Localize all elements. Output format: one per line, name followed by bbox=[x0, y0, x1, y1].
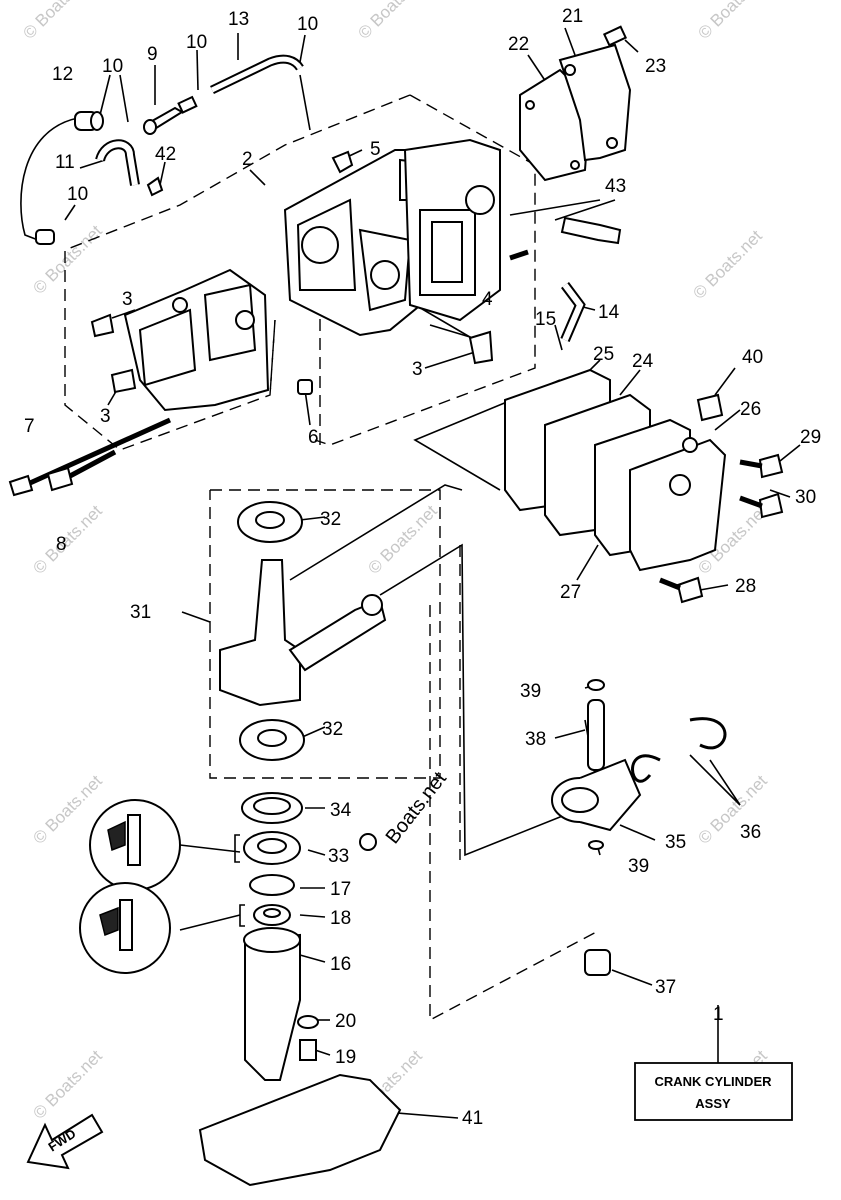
callout-10: 10 bbox=[102, 56, 123, 77]
callout-19: 19 bbox=[335, 1047, 356, 1068]
bolt-19 bbox=[299, 1039, 317, 1061]
callout-numbers: 1 2 3 3 3 4 5 6 7 8 9 10 10 10 10 11 12 … bbox=[24, 6, 821, 1129]
callout-3: 3 bbox=[122, 289, 133, 310]
gasket-41 bbox=[198, 1073, 402, 1187]
callout-3: 3 bbox=[100, 406, 111, 427]
watermark: © Boats.net bbox=[354, 0, 431, 43]
callout-37: 37 bbox=[655, 977, 676, 998]
callout-15: 15 bbox=[535, 309, 556, 330]
callout-8: 8 bbox=[56, 534, 67, 555]
crankshaft-31 bbox=[219, 559, 301, 707]
bolt-7 bbox=[8, 474, 34, 497]
part-6 bbox=[297, 379, 313, 395]
part-5 bbox=[331, 150, 354, 174]
callout-25: 25 bbox=[593, 344, 614, 365]
callout-40: 40 bbox=[742, 347, 763, 368]
callout-12: 12 bbox=[52, 64, 73, 85]
callout-36: 36 bbox=[740, 822, 761, 843]
fwd-arrow: FWD bbox=[26, 1113, 104, 1170]
o-ring-17 bbox=[249, 874, 295, 896]
callout-20: 20 bbox=[335, 1011, 356, 1032]
callout-26: 26 bbox=[740, 399, 761, 420]
watermark: © Boats.net bbox=[29, 1046, 106, 1123]
callout-14: 14 bbox=[598, 302, 620, 323]
callout-10: 10 bbox=[67, 184, 88, 205]
callout-3: 3 bbox=[412, 359, 423, 380]
watermark: © Boats.net bbox=[364, 501, 441, 578]
watermark: © Boats.net bbox=[689, 226, 766, 303]
cover-26 bbox=[629, 438, 727, 572]
callout-18: 18 bbox=[330, 908, 351, 929]
callout-4: 4 bbox=[482, 289, 493, 310]
bolt-29 bbox=[758, 453, 784, 479]
bolt-8 bbox=[46, 466, 74, 492]
callout-35: 35 bbox=[665, 832, 686, 853]
parts bbox=[8, 25, 784, 1187]
group-outlines bbox=[64, 94, 601, 1022]
washer-20 bbox=[297, 1015, 319, 1029]
callout-28: 28 bbox=[735, 576, 756, 597]
callout-32: 32 bbox=[322, 719, 343, 740]
callout-39: 39 bbox=[628, 856, 649, 877]
callout-6: 6 bbox=[308, 427, 319, 448]
bolt-23 bbox=[602, 25, 628, 47]
part-40 bbox=[696, 393, 724, 422]
ring-36-b bbox=[689, 717, 727, 750]
callout-30: 30 bbox=[795, 487, 816, 508]
assembly-box-line2: ASSY bbox=[695, 1096, 731, 1111]
callout-38: 38 bbox=[525, 729, 546, 750]
callout-41: 41 bbox=[462, 1108, 483, 1129]
callout-22: 22 bbox=[508, 34, 529, 55]
callout-29: 29 bbox=[800, 427, 821, 448]
callout-2: 2 bbox=[242, 149, 253, 170]
part-3-right bbox=[468, 330, 494, 365]
watermark: © Boats.net bbox=[694, 0, 771, 43]
pin-38 bbox=[587, 699, 605, 771]
callout-5: 5 bbox=[370, 139, 381, 160]
watermark: © Boats.net bbox=[19, 0, 96, 43]
spark-plug-43 bbox=[560, 216, 622, 245]
connecting-rod bbox=[288, 598, 387, 672]
watermark: © Boats.net bbox=[29, 501, 106, 578]
callout-13: 13 bbox=[228, 9, 249, 30]
part-42 bbox=[146, 176, 164, 197]
callout-7: 7 bbox=[24, 416, 35, 437]
ring-36-a bbox=[631, 754, 661, 783]
bolt-30 bbox=[758, 492, 784, 519]
part-3-lower bbox=[110, 368, 137, 394]
callout-27: 27 bbox=[560, 582, 581, 603]
assembly-box-line1: CRANK CYLINDER bbox=[655, 1074, 773, 1089]
callout-17: 17 bbox=[330, 879, 351, 900]
callout-31: 31 bbox=[130, 602, 151, 623]
callout-24: 24 bbox=[632, 351, 654, 372]
callout-42: 42 bbox=[155, 144, 176, 165]
watermark-center: Boats.net bbox=[382, 768, 452, 848]
callout-33: 33 bbox=[328, 846, 349, 867]
part-3-upper bbox=[90, 313, 115, 338]
callout-21: 21 bbox=[562, 6, 583, 27]
housing-16 bbox=[244, 933, 301, 1081]
callout-34: 34 bbox=[330, 800, 352, 821]
callout-11: 11 bbox=[55, 152, 75, 173]
callout-10: 10 bbox=[186, 32, 207, 53]
bearing-37 bbox=[584, 949, 611, 976]
bolt-28 bbox=[676, 576, 704, 604]
callout-10: 10 bbox=[297, 14, 318, 35]
callout-1: 1 bbox=[713, 1004, 724, 1025]
callout-39: 39 bbox=[520, 681, 541, 702]
callout-32: 32 bbox=[320, 509, 341, 530]
callout-16: 16 bbox=[330, 954, 351, 975]
fwd-arrow-icon bbox=[26, 1113, 104, 1170]
assembly-box: CRANK CYLINDER ASSY bbox=[634, 1062, 793, 1121]
callout-9: 9 bbox=[147, 44, 158, 65]
cover-21 bbox=[558, 43, 632, 162]
callout-23: 23 bbox=[645, 56, 666, 77]
callout-43: 43 bbox=[605, 176, 626, 197]
